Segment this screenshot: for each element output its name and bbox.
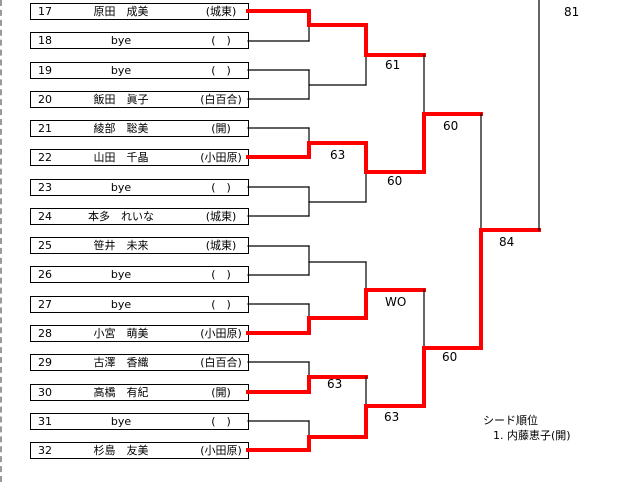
entry-num: 31	[38, 415, 52, 428]
entry-num: 19	[38, 64, 52, 77]
page-edge	[0, 0, 2, 482]
entry-name: bye	[110, 34, 132, 47]
entry-num: 25	[38, 239, 52, 252]
entry-num: 28	[38, 327, 52, 340]
entry-club: ( )	[211, 34, 231, 47]
player-entry: 22 山田 千晶 (小田原)	[30, 149, 249, 166]
player-entry: 25 笹井 未来 (城東)	[30, 237, 249, 254]
player-entry: 30 高橋 有紀 (開)	[30, 384, 249, 401]
entry-club: ( )	[211, 415, 231, 428]
entry-num: 29	[38, 356, 52, 369]
score-label: WO	[385, 295, 407, 309]
entry-club: (小田原)	[200, 151, 242, 164]
entry-name: 高橋 有紀	[93, 386, 149, 399]
entry-name: bye	[110, 64, 132, 77]
entry-name: 山田 千晶	[93, 151, 149, 164]
entry-name: 小宮 萌美	[93, 327, 149, 340]
score-label: 60	[387, 174, 403, 188]
entry-num: 32	[38, 444, 52, 457]
entry-club: ( )	[211, 298, 231, 311]
score-label: 63	[327, 377, 343, 391]
seed-title: シード順位	[483, 414, 538, 427]
entry-num: 20	[38, 93, 52, 106]
entry-name: 原田 成美	[93, 5, 149, 18]
player-entry: 20 飯田 眞子 (白百合)	[30, 91, 249, 108]
entry-club: (開)	[211, 122, 231, 135]
entry-num: 27	[38, 298, 52, 311]
score-label: 60	[443, 119, 459, 133]
entry-club: (城東)	[205, 239, 237, 252]
entry-name: bye	[110, 415, 132, 428]
seed-ranking: シード順位 1. 内藤恵子(開)	[483, 413, 571, 443]
entry-name: 古澤 香織	[93, 356, 149, 369]
seed-entry: 1. 内藤恵子(開)	[493, 429, 571, 442]
entry-name: bye	[110, 181, 132, 194]
entry-name: 綾部 聡美	[93, 122, 149, 135]
player-entry: 17 原田 成美 (城東)	[30, 3, 249, 20]
score-label: 84	[499, 235, 515, 249]
entry-club: (小田原)	[200, 327, 242, 340]
entry-name: 杉島 友美	[93, 444, 149, 457]
entry-club: (城東)	[205, 5, 237, 18]
entry-club: (小田原)	[200, 444, 242, 457]
entry-club: ( )	[211, 268, 231, 281]
entry-num: 21	[38, 122, 52, 135]
player-entry: 18 bye ( )	[30, 32, 249, 49]
entry-name: 本多 れいな	[88, 210, 154, 223]
entry-name: bye	[110, 298, 132, 311]
entry-name: bye	[110, 268, 132, 281]
player-entry: 31 bye ( )	[30, 413, 249, 430]
entry-club: (白百合)	[200, 356, 242, 369]
entry-club: (白百合)	[200, 93, 242, 106]
entry-club: ( )	[211, 181, 231, 194]
score-label: 60	[442, 350, 458, 364]
score-label: 63	[384, 410, 400, 424]
player-entry: 24 本多 れいな (城東)	[30, 208, 249, 225]
entry-num: 26	[38, 268, 52, 281]
entry-num: 17	[38, 5, 52, 18]
player-entry: 28 小宮 萌美 (小田原)	[30, 325, 249, 342]
player-entry: 26 bye ( )	[30, 266, 249, 283]
score-label: 81	[564, 5, 580, 19]
entry-club: (城東)	[205, 210, 237, 223]
entry-num: 30	[38, 386, 52, 399]
entry-club: (開)	[211, 386, 231, 399]
entry-num: 24	[38, 210, 52, 223]
entry-num: 18	[38, 34, 52, 47]
score-label: 61	[385, 58, 401, 72]
entry-club: ( )	[211, 64, 231, 77]
score-label: 63	[330, 148, 346, 162]
entry-name: 飯田 眞子	[93, 93, 149, 106]
entry-num: 23	[38, 181, 52, 194]
entry-name: 笹井 未来	[93, 239, 149, 252]
player-entry: 32 杉島 友美 (小田原)	[30, 442, 249, 459]
entry-num: 22	[38, 151, 52, 164]
